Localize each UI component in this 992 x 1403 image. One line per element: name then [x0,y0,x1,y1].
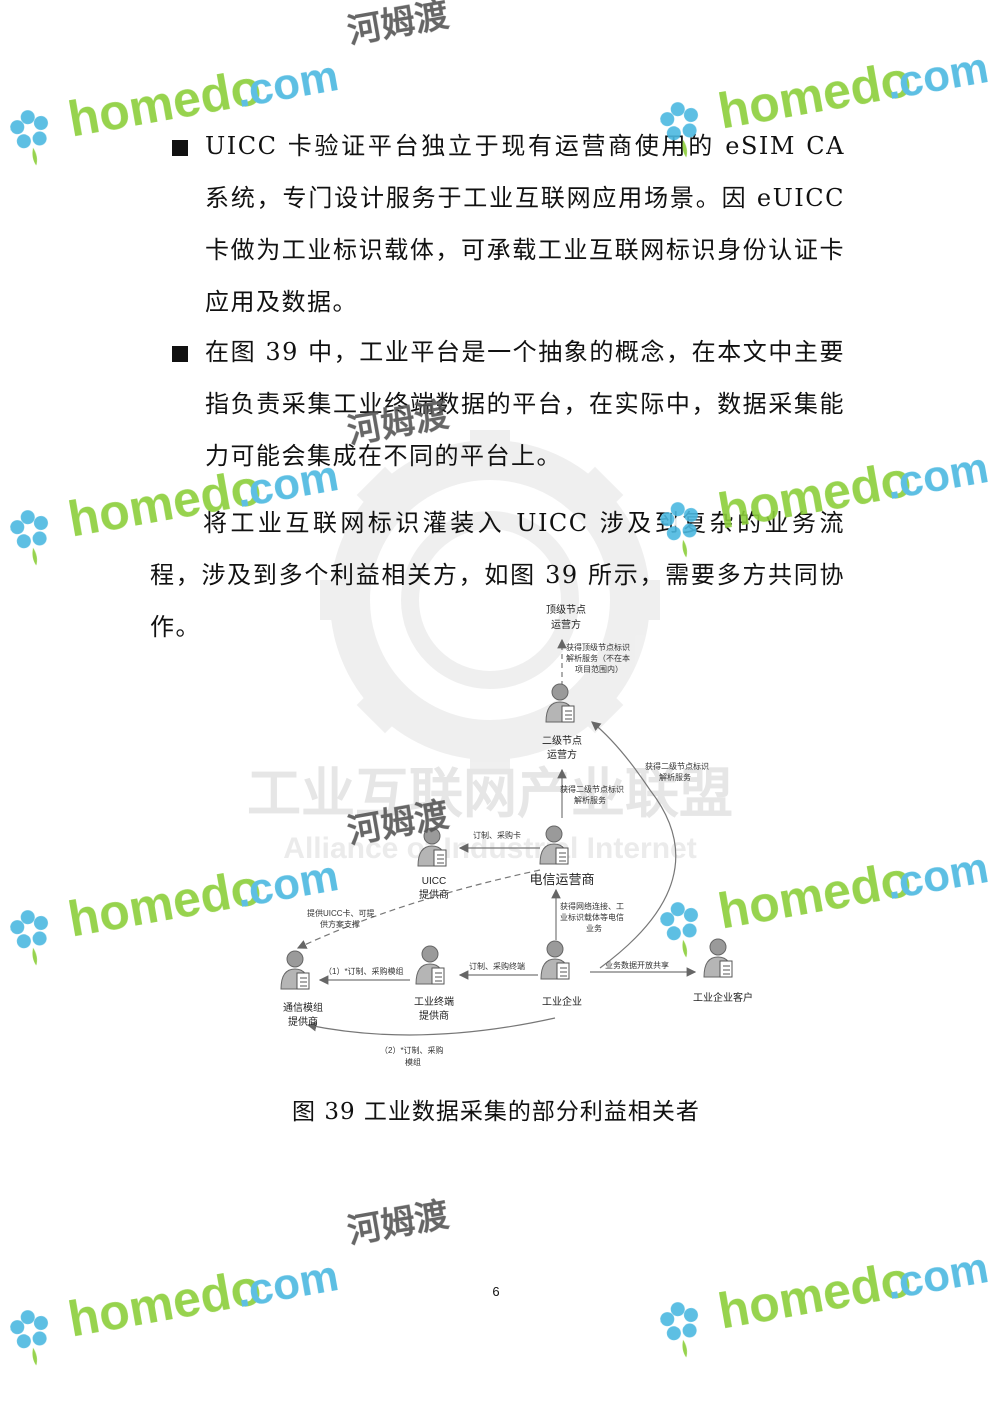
node-module-line2: 提供商 [288,1015,318,1028]
node-second-line1: 二级节点 [542,735,582,747]
person-icon [545,683,575,723]
edge-label-top: 获得顶级节点标识 [566,642,630,652]
node-top-line1: 顶级节点 [546,604,586,616]
edge-label-data-share: 业务数据开放共享 [605,960,669,970]
edge-label-uicc-support: 供方案支撑 [320,919,360,929]
edge-label-network: 业标识载体等电信 [560,912,624,922]
node-telecom: 电信运营商 [529,872,594,887]
edge-label-top: 项目范围内） [575,664,623,674]
node-terminal-line1: 工业终端 [414,995,454,1008]
edge-label-uicc-support: 提供UICC卡、可提 [307,908,375,918]
edge-label-network: 业务 [586,923,602,933]
node-second-line2: 运营方 [547,748,577,761]
page-number: 6 [492,1284,500,1299]
edge-label-second-right: 获得二级节点标识 [645,761,709,771]
edge-second-right [591,721,677,969]
edge-label-order-module-2: 模组 [405,1057,421,1067]
edge-label-order-terminal: 订制、采购终端 [469,961,525,971]
node-module-line1: 通信模组 [283,1001,323,1014]
person-icon [415,945,445,985]
edge-label-second: 解析服务 [574,795,606,805]
edge-label-top: 解析服务（不在本 [566,653,630,663]
edge-label-order-card: 订制、采购卡 [473,830,521,840]
bullet-paragraph-2: 在图 39 中，工业平台是一个抽象的概念，在本文中主要指负责采集工业终端数据的平… [205,338,845,470]
person-icon [539,825,569,865]
person-icon [703,938,733,978]
person-icon [540,940,570,980]
bullet-square [172,140,188,156]
edge-label-second-right: 解析服务 [659,772,691,782]
bullet-square [172,346,188,362]
person-icon [417,827,447,867]
node-customer: 工业企业客户 [693,991,753,1004]
edge-label-network: 获得网络连接、工 [560,901,624,911]
figure-caption: 图 39 工业数据采集的部分利益相关者 [292,1099,700,1125]
node-top-line2: 运营方 [551,618,581,631]
node-uicc-line1: UICC [422,876,446,887]
bullet-paragraph-1: UICC 卡验证平台独立于现有运营商使用的 eSIM CA 系统，专门设计服务于… [205,132,845,316]
edge-label-order-module-2: （2）*订制、采购 [380,1045,444,1055]
body-paragraph: 将工业互联网标识灌装入 UICC 涉及到复杂的业务流程，涉及到多个利益相关方，如… [150,509,845,641]
edge-order-module-2 [306,1017,556,1036]
person-icon [280,950,310,990]
node-uicc-line2: 提供商 [419,888,449,901]
node-enterprise: 工业企业 [542,995,582,1008]
edge-uicc-support [296,869,541,949]
node-terminal-line2: 提供商 [419,1009,449,1022]
edge-label-second: 获得二级节点标识 [560,784,624,794]
edge-label-order-module-1: （1）*订制、采购模组 [324,966,404,976]
